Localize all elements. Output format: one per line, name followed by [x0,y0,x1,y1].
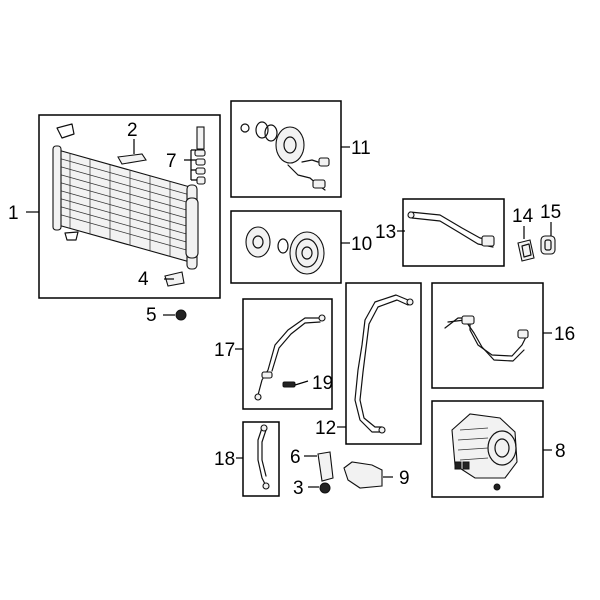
liquid-line-group [345,282,422,445]
callout-18: 18 [214,449,235,470]
clutch-icon[interactable] [240,121,330,191]
drier-parts-icon[interactable] [194,126,206,185]
suction-line-box [431,282,544,389]
clutch-box [230,100,342,198]
callout-16: 16 [554,324,575,345]
bracket-icon[interactable] [117,153,147,165]
callout-17: 17 [214,340,235,361]
callout-12: 12 [315,418,336,439]
callout-5: 5 [146,305,157,326]
hose-icon[interactable] [407,211,495,248]
valve-icon[interactable] [282,381,296,388]
condenser-group [38,114,221,299]
hose-icon[interactable] [257,424,270,490]
callout-8: 8 [555,441,566,462]
callout-1: 1 [8,203,19,224]
callout-3: 3 [293,478,304,499]
liquid-line-box [345,282,422,445]
leader-lines [26,139,552,488]
suction-line-group [431,282,544,389]
callout-19: 19 [312,373,333,394]
callout-7: 7 [166,151,177,172]
condenser-box [38,114,221,299]
hose17-box [242,298,333,410]
hose18-group [242,421,280,497]
bracket-icon[interactable] [343,461,383,489]
callout-14: 14 [512,206,534,227]
bolt-icon[interactable] [175,309,187,321]
compressor-group [431,400,544,498]
seal-icon[interactable] [540,235,556,255]
pulley-icon[interactable] [245,226,325,275]
bracket-icon[interactable] [164,271,185,287]
pulley-group [230,210,342,284]
hose-icon[interactable] [254,314,326,401]
hose18-box [242,421,280,497]
hose-icon[interactable] [444,315,529,362]
callout-4: 4 [138,269,149,290]
compressor-icon[interactable] [451,413,518,491]
callout-13: 13 [375,222,396,243]
callout-6: 6 [290,447,301,468]
suction-hose-group [242,298,333,410]
callout-11: 11 [351,138,371,159]
clutch-group [230,100,342,198]
hose13-box [402,198,505,267]
nut-icon[interactable] [319,482,331,494]
seal-icon[interactable] [517,239,535,262]
callout-numbers: 1 2 3 4 5 6 7 8 9 10 11 12 13 14 15 16 1… [8,120,575,499]
condenser-icon[interactable] [52,123,199,270]
compressor-box [431,400,544,498]
callout-15: 15 [540,202,561,223]
bracket-icon[interactable] [317,451,334,482]
pulley-box [230,210,342,284]
callout-2: 2 [127,120,138,141]
callout-10: 10 [351,234,372,255]
pipe-icon[interactable] [354,294,414,434]
discharge-hose-group [402,198,505,267]
callout-9: 9 [399,468,410,489]
